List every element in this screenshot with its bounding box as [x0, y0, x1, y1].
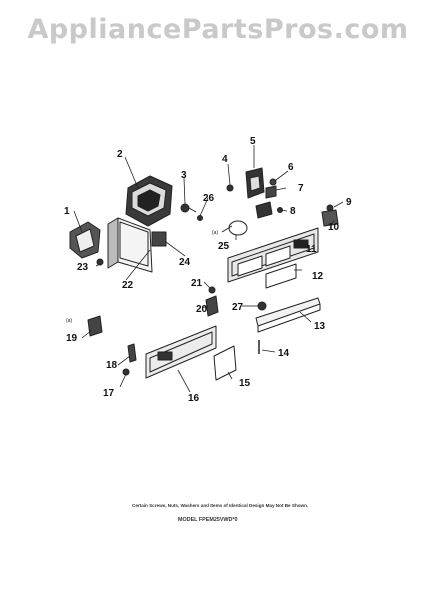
part-20-bracket	[205, 295, 219, 317]
svg-text:(a): (a)	[66, 318, 72, 324]
callout-17: 17	[103, 388, 115, 399]
callout-12: 12	[312, 271, 324, 282]
part-15-pad	[213, 345, 237, 381]
callout-22: 22	[122, 280, 134, 291]
part-5-switch	[245, 167, 265, 199]
callout-21: 21	[191, 278, 203, 289]
callout-1: 1	[64, 206, 70, 217]
part-21-screw	[208, 286, 216, 294]
part-8-switch	[255, 201, 283, 219]
callout-16: 16	[188, 393, 200, 404]
part-10-actuator	[321, 209, 339, 227]
footer-note: Certain Screws, Nuts, Washers and Items …	[132, 503, 309, 508]
part-22-chute-door	[107, 217, 167, 273]
callout-11: 11	[306, 244, 317, 255]
part-25-lamp: (a)	[212, 220, 248, 236]
callout-10: 10	[328, 222, 340, 233]
part-7-clip	[265, 185, 277, 199]
callout-25: 25	[218, 241, 230, 252]
part-3-screw	[180, 203, 197, 213]
callout-8: 8	[290, 206, 296, 217]
callout-2: 2	[117, 149, 123, 160]
part-12-label	[265, 263, 297, 289]
part-18-bracket	[127, 343, 137, 363]
part-13-trim-strip	[255, 297, 321, 333]
part-27-fastener	[257, 301, 267, 311]
part-19-switch: (a)	[66, 315, 103, 337]
callout-27: 27	[232, 302, 244, 313]
part-4-screw	[226, 184, 234, 192]
callout-18: 18	[106, 360, 118, 371]
callout-24: 24	[179, 257, 191, 268]
callout-4: 4	[222, 154, 228, 165]
callout-20: 20	[196, 304, 208, 315]
leader-lines	[73, 145, 344, 393]
part-26-screw	[197, 215, 203, 221]
callout-7: 7	[298, 183, 304, 194]
part-23-screw	[96, 258, 104, 266]
part-11-upper-panel	[227, 227, 319, 283]
watermark-logo: AppliancePartsPros.com	[27, 14, 409, 45]
callout-13: 13	[314, 321, 326, 332]
callout-6: 6	[288, 162, 294, 173]
callout-3: 3	[181, 170, 187, 181]
callout-19: 19	[66, 333, 78, 344]
part-6-clip	[269, 178, 277, 186]
callout-26: 26	[203, 193, 215, 204]
part-2-housing	[125, 175, 173, 227]
callout-23: 23	[77, 262, 89, 273]
model-number: MODEL FPEM25VWD*0	[178, 517, 238, 523]
callout-14: 14	[278, 348, 290, 359]
part-17-screw	[122, 368, 130, 376]
callout-numbers: 1 2 3 4 5 6 7 8 9 10 11 12 13 14 15 16 1…	[64, 136, 352, 404]
part-1-bracket	[69, 221, 101, 259]
callout-5: 5	[250, 136, 256, 147]
svg-text:(a): (a)	[212, 230, 218, 236]
callout-9: 9	[346, 197, 352, 208]
callout-15: 15	[239, 378, 251, 389]
part-16-lower-panel	[145, 325, 217, 379]
